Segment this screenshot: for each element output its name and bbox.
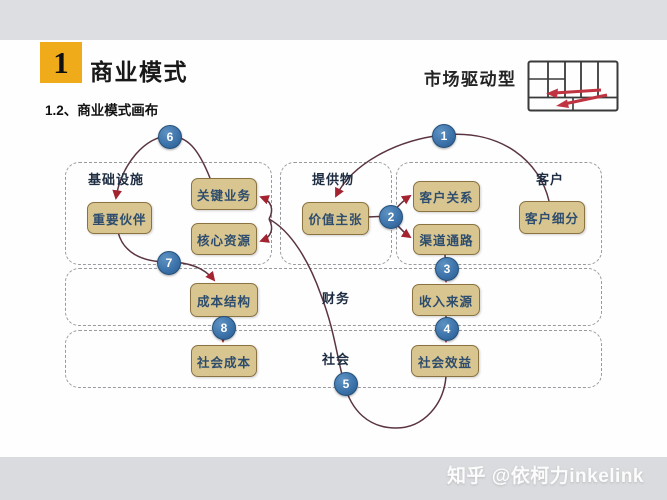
market-type-label: 市场驱动型	[424, 70, 517, 89]
box-customer-segments: 客户细分	[519, 201, 585, 234]
box-cost-structure: 成本结构	[190, 283, 258, 317]
bottom-gray-bar	[0, 457, 667, 500]
section-label-customer: 客户	[536, 172, 565, 187]
step-circle-1: 1	[432, 124, 456, 148]
watermark: 知乎 @依柯力inkelink	[446, 466, 644, 487]
box-value-proposition: 价值主张	[302, 202, 369, 235]
section-label-finance: 财务	[322, 291, 351, 306]
step-circle-7: 7	[157, 251, 181, 275]
box-customer-relationships: 客户关系	[413, 181, 480, 212]
box-key-activities: 关键业务	[191, 178, 257, 210]
box-key-resources: 核心资源	[191, 223, 257, 255]
step-circle-6: 6	[158, 125, 182, 149]
section-label-society: 社会	[322, 352, 351, 367]
box-channels: 渠道通路	[413, 224, 480, 255]
box-social-benefits: 社会效益	[411, 345, 479, 377]
section-label-offering: 提供物	[312, 172, 355, 187]
page-title: 商业模式	[90, 59, 188, 85]
box-key-partners: 重要伙伴	[87, 202, 152, 234]
step-circle-5: 5	[334, 372, 358, 396]
step-circle-2: 2	[379, 205, 403, 229]
section-number: 1	[53, 44, 69, 80]
box-revenue-streams: 收入来源	[412, 284, 480, 316]
step-circle-4: 4	[435, 317, 459, 341]
section-label-infrastructure: 基础设施	[88, 172, 145, 187]
step-circle-8: 8	[212, 316, 236, 340]
slide-subtitle: 1.2、商业模式画布	[45, 103, 159, 118]
market-driven-canvas-icon	[527, 60, 620, 118]
step-circle-3: 3	[435, 257, 459, 281]
section-number-badge: 1	[40, 42, 82, 83]
box-social-costs: 社会成本	[191, 345, 257, 377]
top-gray-bar	[0, 0, 667, 40]
